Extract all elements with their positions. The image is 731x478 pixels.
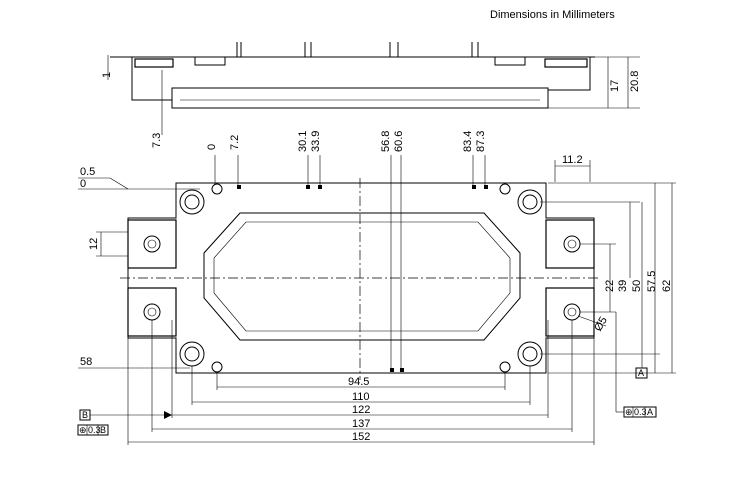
- dim-hole-spacing: 11.2: [562, 154, 583, 166]
- dim-50: 50: [631, 280, 643, 292]
- right-dims: 22 39 50 57.5 62 A: [540, 182, 676, 413]
- tol-a-datum: A: [647, 407, 653, 417]
- ord-left-0: 0.5: [80, 166, 95, 178]
- dim-hole-diameter: Ø5: [592, 315, 610, 334]
- ord-6: 83.4: [462, 131, 474, 152]
- terminal-pins: [236, 42, 479, 57]
- top-view: [120, 178, 600, 380]
- bottom-dims: 94.5 110 122 137 152: [127, 320, 595, 445]
- dim-62: 62: [661, 280, 673, 292]
- dim-total-height: 20.8: [629, 71, 641, 92]
- tolerance-frame-b: ⊕ 0.3 B: [77, 424, 109, 436]
- tolerance-frame-a: ⊕ 0.3 A: [623, 406, 657, 418]
- tol-b-symbol: ⊕: [79, 425, 87, 435]
- ord-5: 60.6: [393, 131, 405, 152]
- ord-3: 33.9: [310, 131, 322, 152]
- ord-0: 0: [206, 144, 218, 150]
- dim-depth: 7.3: [151, 133, 163, 148]
- dim-94-5: 94.5: [348, 376, 369, 388]
- left-ordinate-dims: 0.5 0 12 58: [78, 166, 200, 369]
- dim-122: 122: [352, 404, 370, 416]
- control-pins: [237, 185, 488, 372]
- dim-137: 137: [352, 418, 370, 430]
- tol-b-value: 0.3: [88, 425, 101, 435]
- drawing-title: Dimensions in Millimeters: [490, 9, 615, 21]
- tol-a-value: 0.3: [634, 407, 647, 417]
- datum-b: B: [79, 409, 172, 421]
- dim-110: 110: [352, 391, 370, 403]
- ord-left-1: 0: [80, 178, 86, 190]
- dim-22: 22: [604, 280, 616, 292]
- dim-57-5: 57.5: [646, 271, 658, 292]
- tol-a-symbol: ⊕: [625, 407, 633, 417]
- top-ordinate-dims: 0 7.2 30.1 33.9 56.8 60.6 83.4 87.3: [206, 131, 487, 372]
- tol-b-datum: B: [100, 425, 106, 435]
- dim-58: 58: [80, 356, 92, 368]
- datum-b-marker: B: [82, 410, 88, 420]
- dim-body-height: 17: [609, 80, 621, 92]
- dim-left-pitch: 12: [88, 238, 100, 250]
- datum-a-marker: A: [638, 368, 644, 378]
- ord-7: 87.3: [475, 131, 487, 152]
- ord-1: 7.2: [229, 135, 241, 150]
- dim-flange: 1: [101, 72, 113, 78]
- ord-2: 30.1: [297, 131, 309, 152]
- hole-spacing-dim: 11.2: [554, 154, 591, 182]
- ord-4: 56.8: [380, 131, 392, 152]
- side-view: 1 7.3 17 20.8: [101, 42, 641, 148]
- dim-39: 39: [617, 280, 629, 292]
- dim-152: 152: [352, 431, 370, 443]
